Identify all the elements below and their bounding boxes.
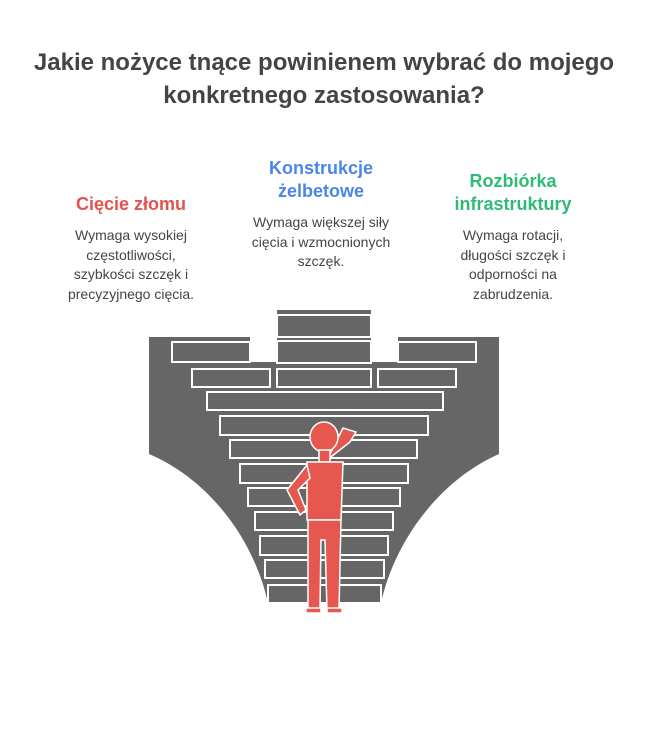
steps [171,314,477,604]
option-description: Wymaga większej siły cięcia i wzmocniony… [251,214,391,269]
page-title: Jakie nożyce tnące powinienem wybrać do … [33,49,615,109]
option-heading: Konstrukcje żelbetowe [268,158,374,201]
option-reinforced-concrete: Konstrukcje żelbetowe Wymaga większej si… [226,157,416,272]
option-description: Wymaga rotacji, długości szczęk i odporn… [460,227,566,302]
option-scrap-cutting: Cięcie złomu Wymaga wysokiej częstotliwo… [36,193,226,304]
person-icon [286,421,358,614]
option-description: Wymaga wysokiej częstotliwości, szybkośc… [67,227,195,302]
option-infrastructure-demolition: Rozbiórka infrastruktury Wymaga rotacji,… [418,170,608,304]
option-heading: Cięcie złomu [75,194,187,214]
option-heading: Rozbiórka infrastruktury [454,171,572,214]
